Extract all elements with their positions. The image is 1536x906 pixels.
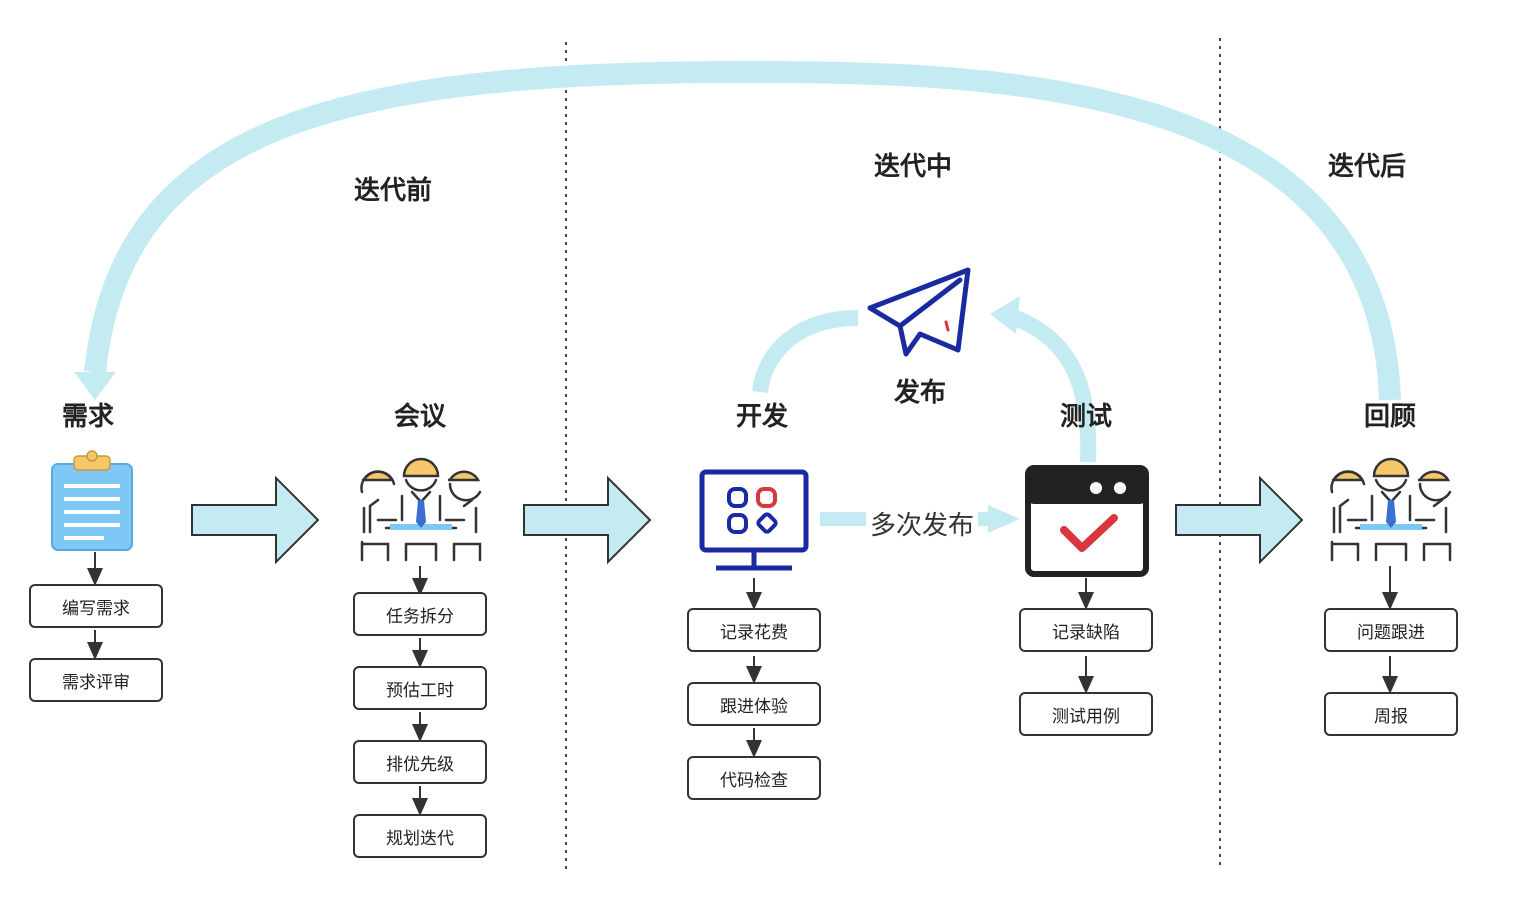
paper-plane-icon bbox=[867, 267, 971, 357]
task-box: 记录花费 bbox=[687, 608, 821, 652]
meeting-icon bbox=[360, 457, 482, 562]
task-box: 记录缺陷 bbox=[1019, 608, 1153, 652]
task-box: 跟进体验 bbox=[687, 682, 821, 726]
flow-arrow-2 bbox=[523, 475, 652, 565]
node-test-label: 测试 bbox=[1059, 402, 1113, 432]
feedback-loop-arrow bbox=[74, 60, 1401, 401]
task-box: 代码检查 bbox=[687, 756, 821, 800]
multi-release-label: 多次发布 bbox=[866, 505, 979, 542]
task-box: 周报 bbox=[1324, 692, 1458, 736]
node-release-label: 发布 bbox=[893, 378, 947, 408]
node-meeting-label: 会议 bbox=[393, 402, 447, 432]
task-arrows bbox=[87, 552, 1398, 816]
task-box: 规划迭代 bbox=[353, 814, 487, 858]
task-box: 任务拆分 bbox=[353, 592, 487, 636]
task-box: 测试用例 bbox=[1019, 692, 1153, 736]
browser-check-icon bbox=[1025, 465, 1149, 577]
task-box: 问题跟进 bbox=[1324, 608, 1458, 652]
release-arc-right bbox=[990, 296, 1097, 463]
meeting-icon bbox=[1330, 457, 1452, 562]
task-box: 预估工时 bbox=[353, 666, 487, 710]
phase-after-label: 迭代后 bbox=[1328, 152, 1407, 182]
task-box: 排优先级 bbox=[353, 740, 487, 784]
phase-during-label: 迭代中 bbox=[874, 152, 953, 182]
phase-before-label: 迭代前 bbox=[354, 176, 433, 206]
node-develop-label: 开发 bbox=[735, 402, 789, 432]
task-box: 需求评审 bbox=[29, 658, 163, 702]
flow-arrow-3 bbox=[1175, 475, 1304, 565]
flow-arrow-1 bbox=[191, 475, 320, 565]
monitor-apps-icon bbox=[699, 469, 809, 571]
clipboard-icon bbox=[51, 450, 133, 551]
task-box: 编写需求 bbox=[29, 584, 163, 628]
release-arc-left bbox=[752, 310, 859, 394]
node-review-label: 回顾 bbox=[1363, 402, 1417, 432]
node-requirement-label: 需求 bbox=[61, 402, 115, 432]
